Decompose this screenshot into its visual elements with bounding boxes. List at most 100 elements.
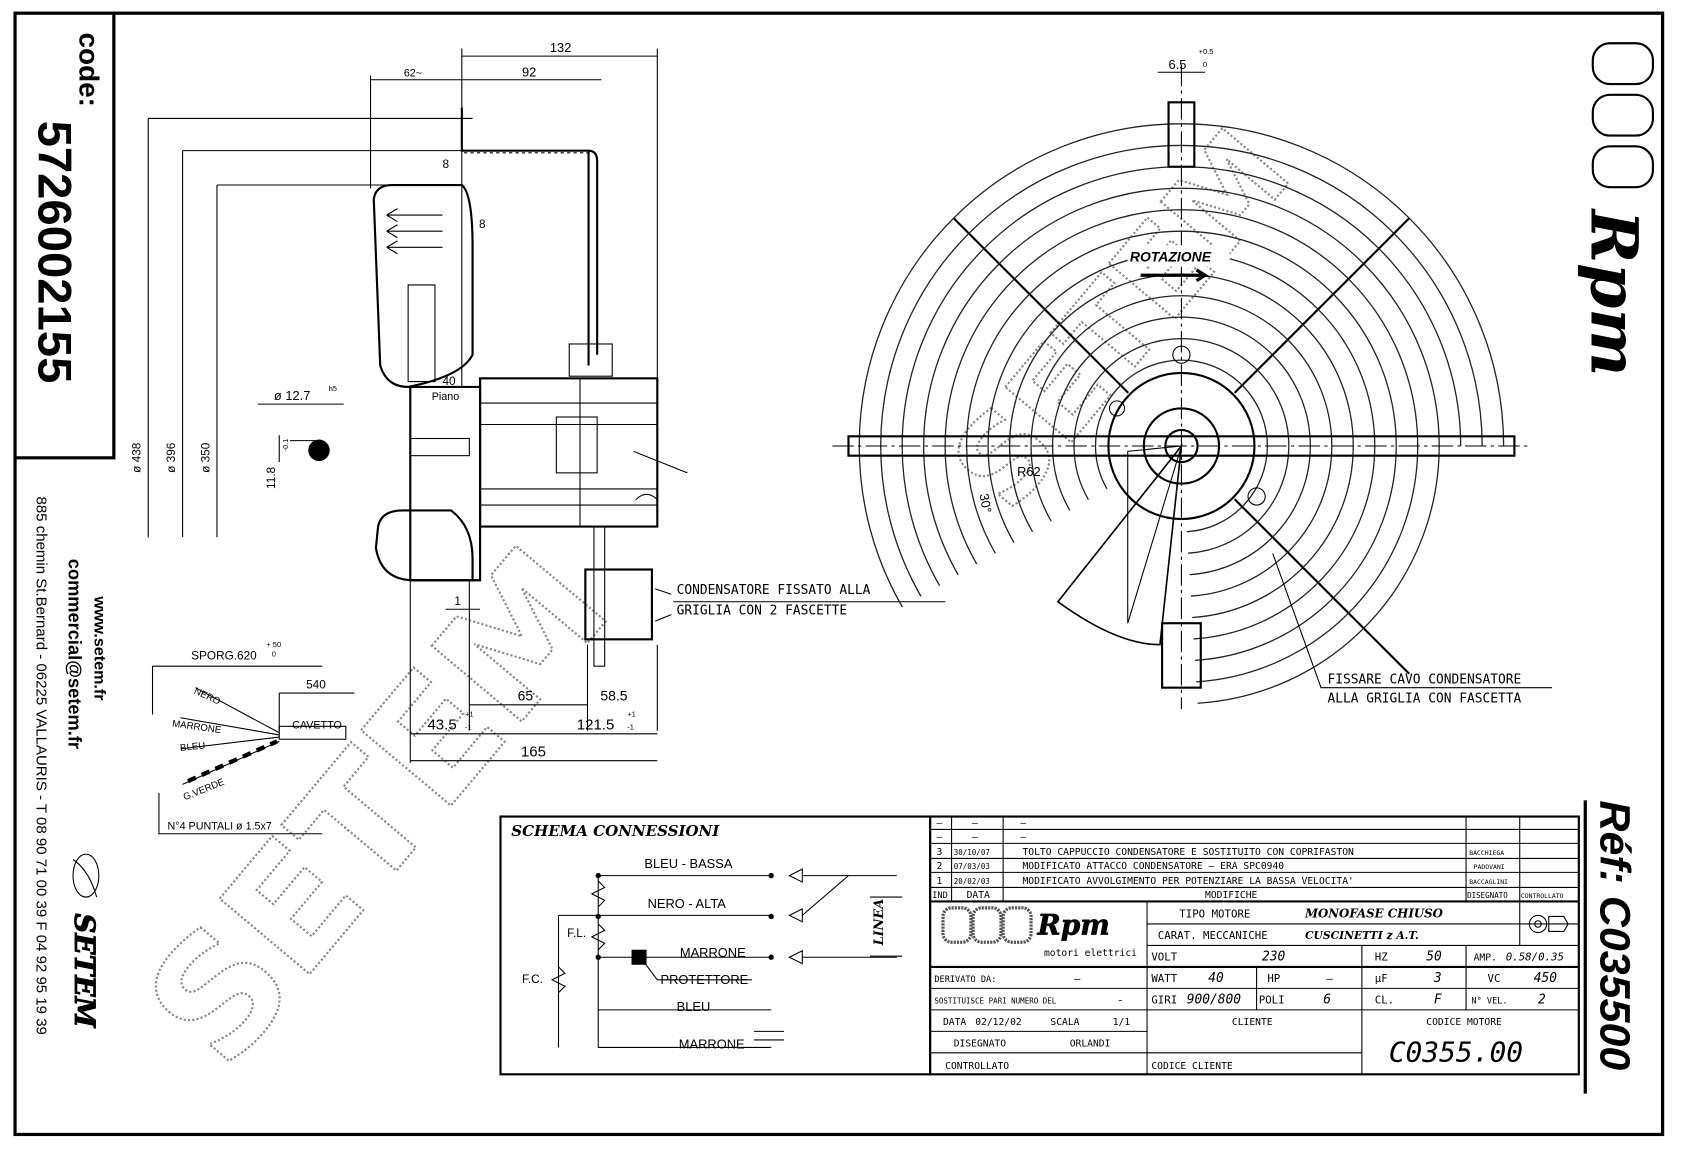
setem-watermark: SETEM	[111, 513, 645, 1098]
sporg-tol-top: + 50	[266, 640, 281, 649]
revision-row: 3 30/10/07 TOLTO CAPPUCCIO CONDENSATORE …	[937, 847, 1505, 858]
guard-ring	[923, 446, 959, 576]
flat-dimension: 11.8	[264, 466, 278, 489]
dim-92: 92	[522, 65, 536, 80]
wire-marrone: MARRONE	[680, 945, 746, 960]
rev-by: BACCAGLINI	[1469, 878, 1508, 886]
dim-438: ø 438	[130, 442, 144, 473]
dim-1: 1	[454, 594, 461, 608]
vel-value: 2	[1538, 992, 1546, 1007]
tipo-motore-label: TIPO MOTORE	[1179, 908, 1250, 921]
guard-ring	[1192, 446, 1354, 619]
puntali-note: N°4 PUNTALI ø 1.5x7	[168, 820, 272, 832]
codice-cliente-label: CODICE CLIENTE	[1151, 1061, 1233, 1072]
watt-label: WATT	[1151, 972, 1177, 985]
guard-spoke	[952, 217, 1130, 394]
fissare-note-2: ALLA GRIGLIA CON FASCETTA	[1327, 692, 1521, 707]
dim-43-5-tol-top: +1	[465, 710, 474, 719]
dim-121-5-tol-top: +1	[627, 710, 636, 719]
reference-code: Réf: C035500	[1590, 800, 1638, 1070]
guard-ring	[1194, 446, 1397, 662]
amp-value: 0.58/0.35	[1506, 950, 1564, 963]
dim-350: ø 350	[198, 442, 212, 473]
company-info: www.setem.fr commercial@setem.fr 885 che…	[33, 496, 109, 1034]
revision-row: 1 20/02/03 MODIFICATO AVVOLGIMENTO PER P…	[937, 876, 1509, 887]
rev-desc: TOLTO CAPPUCCIO CONDENSATORE E SOSTITUIT…	[1022, 847, 1354, 858]
guard-ring	[965, 446, 996, 554]
guard-ring	[1197, 446, 1440, 704]
cliente-label: CLIENTE	[1232, 1017, 1273, 1028]
protettore-label: PROTETTORE	[661, 972, 749, 987]
dim-132: 132	[550, 40, 571, 55]
rev-ind: 1	[937, 876, 943, 887]
dim-121-5: 121.5	[577, 717, 615, 734]
uf-value: 3	[1433, 971, 1442, 986]
rev-desc: –	[1020, 832, 1026, 843]
fl-label: F.L.	[567, 926, 586, 940]
wire-nero-alta: NERO - ALTA	[648, 896, 727, 911]
rpm-title-logo: Rpm motori elettrici	[941, 906, 1137, 959]
dim-40: 40	[442, 374, 456, 388]
guard-ring	[901, 446, 941, 586]
scala-value: 1/1	[1113, 1017, 1131, 1028]
dim-8a: 8	[442, 157, 449, 171]
guard-spoke	[1233, 217, 1411, 394]
rev-header-ind: IND	[932, 891, 948, 901]
dim-43-5: 43.5	[427, 717, 456, 734]
drawing-frame	[13, 11, 1665, 1137]
guard-ring	[1030, 446, 1052, 522]
shaft-diameter: ø 12.7	[274, 388, 311, 403]
company-address: 885 chemin St.Bernard - 06225 VALLAURIS …	[33, 496, 50, 1034]
disegnato-value: ORLANDI	[1070, 1038, 1111, 1049]
dim-165: 165	[521, 743, 546, 760]
tipo-motore-value: MONOFASE CHIUSO	[1304, 907, 1444, 921]
wire-bleu-bassa: BLEU - BASSA	[644, 856, 732, 871]
data-value: 02/12/02	[975, 1017, 1022, 1028]
amp-label: AMP.	[1474, 952, 1497, 963]
sporg-dimension: SPORG.620	[191, 649, 257, 663]
dim-540: 540	[306, 678, 326, 692]
watt-value: 40	[1208, 971, 1224, 986]
fan-blade	[1056, 443, 1183, 646]
code-value: 5726002155	[28, 121, 81, 384]
guard-ring	[1196, 446, 1419, 683]
setem-logo-text: SETEM	[68, 913, 101, 1028]
hz-label: HZ	[1375, 950, 1388, 963]
rev-by: PADOVANI	[1474, 863, 1505, 871]
setem-watermark-fan: SETEM	[925, 105, 1316, 534]
reference: Réf: C035500	[1583, 800, 1638, 1094]
carat-value: CUSCINETTI z A.T.	[1305, 929, 1419, 942]
guard-ring	[1094, 359, 1268, 447]
guard-ring	[1188, 446, 1290, 554]
company-email: commercial@setem.fr	[65, 559, 86, 749]
revision-row: – – –	[937, 832, 1027, 843]
scala-label: SCALA	[1050, 1017, 1079, 1028]
rev-header-date: DATA	[967, 890, 990, 901]
wire-bleu: BLEU	[180, 740, 206, 754]
side-view: 132 92 62~ ø 438 ø 396 ø 350 8 8 40 Pian…	[130, 40, 946, 763]
setem-logo: SETEM	[68, 853, 102, 1029]
rpm-logo: Rpm	[1576, 42, 1655, 377]
hz-value: 50	[1426, 949, 1442, 964]
dim-62: 62~	[404, 68, 422, 80]
guard-ring	[1030, 295, 1333, 447]
rev-date: 20/02/03	[954, 877, 990, 886]
controllato-label: CONTROLLATO	[945, 1061, 1009, 1072]
rev-by: BACCHIEGA	[1469, 849, 1504, 857]
guard-ring	[1186, 446, 1268, 533]
dim-121-5-tol-bot: -1	[627, 723, 634, 732]
rev-date: –	[972, 832, 978, 843]
dim-8b: 8	[479, 217, 486, 231]
wire-marrone-2: MARRONE	[679, 1037, 745, 1052]
rev-desc: MODIFICATO ATTACCO CONDENSATORE – ERA SP…	[1022, 861, 1284, 872]
data-label: DATA	[943, 1017, 966, 1028]
guard-ring	[1094, 446, 1108, 490]
vc-value: 450	[1534, 971, 1558, 986]
company-website: www.setem.fr	[91, 595, 109, 701]
cavetto-label: CAVETTO	[292, 719, 342, 731]
hp-value: —	[1326, 972, 1333, 985]
carat-label: CARAT. MECCANICHE	[1158, 929, 1268, 942]
front-view: 6.5 +0.5 0 ROTAZIONE R62 30° FISSARE CAV…	[832, 47, 1552, 710]
guard-ring	[1008, 446, 1034, 533]
fissare-note-1: FISSARE CAVO CONDENSATORE	[1327, 672, 1521, 687]
